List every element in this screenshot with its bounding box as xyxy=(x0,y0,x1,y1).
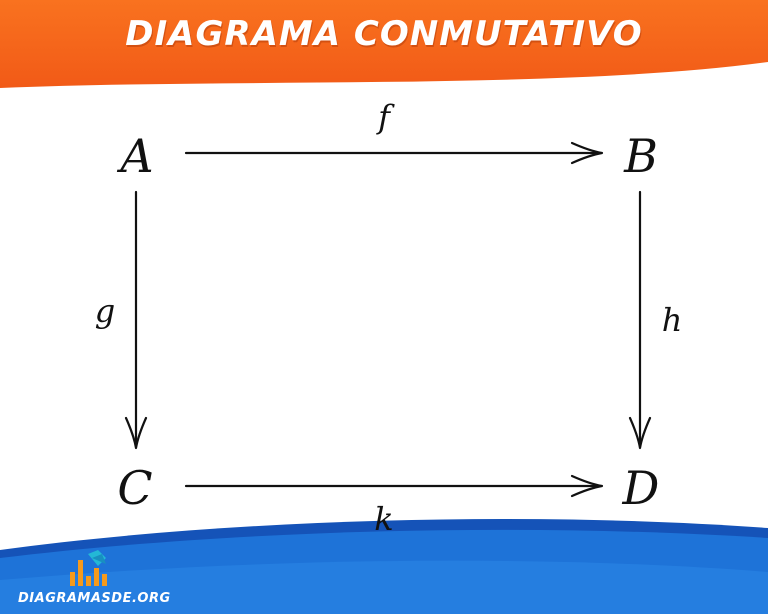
bar-chart-icon xyxy=(70,550,107,586)
arrowhead-k xyxy=(570,474,604,498)
arrowhead-f xyxy=(570,141,604,165)
arrowhead-h xyxy=(628,416,652,450)
arrow-label-k: k xyxy=(374,500,393,538)
arrowhead-g xyxy=(124,416,148,450)
page-title: DIAGRAMA CONMUTATIVO xyxy=(125,14,643,54)
node-c: C xyxy=(117,461,152,515)
node-b: B xyxy=(623,129,658,183)
site-logo-text: DIAGRAMASDE.ORG xyxy=(18,591,171,606)
arrow-label-g: g xyxy=(95,292,115,330)
header-banner xyxy=(0,0,768,88)
node-d: D xyxy=(622,461,660,515)
node-a: A xyxy=(116,129,153,183)
footer-banner xyxy=(0,519,768,614)
arrow-label-h: h xyxy=(662,301,683,339)
arrow-label-f: f xyxy=(376,98,395,136)
